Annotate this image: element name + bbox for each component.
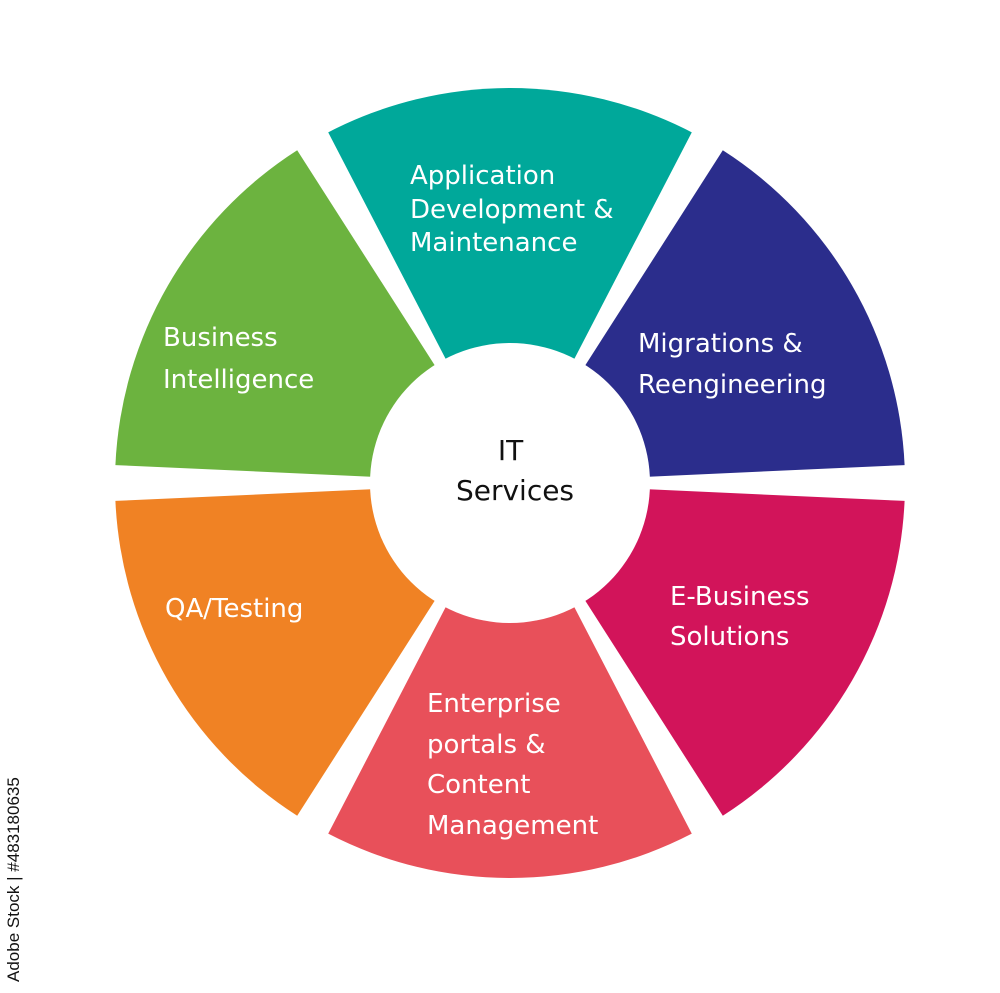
stock-brand: Adobe Stock (4, 885, 23, 982)
segment-label-e-business-solutions: E-Business Solutions (670, 582, 818, 652)
svg-text:QA/Testing: QA/Testing (165, 594, 303, 624)
segment-application-development (328, 87, 692, 483)
segment-label-business-intelligence: Business Intelligence (163, 323, 314, 395)
segment-enterprise-portals (328, 483, 692, 879)
segment-label-migrations-reengineering: Migrations & Reengineering (638, 329, 826, 400)
segment-label-enterprise-portals: Enterprise portals & Content Management (427, 689, 598, 841)
segment-label-qa-testing: QA/Testing (165, 594, 303, 624)
stock-number-separator: | # (4, 862, 23, 881)
svg-text:Application Development: Application Development & Maintenance (410, 161, 622, 258)
svg-text:Enterprise portals &: Enterprise portals & Content Management (427, 689, 598, 841)
segment-label-application-development: Application Development & Maintenance (410, 161, 622, 258)
stock-number: 483180635 (4, 777, 23, 863)
svg-text:Business Intelligence: Business Intelligence (163, 323, 314, 395)
stock-image-id: Adobe Stock | #483180635 (4, 752, 32, 982)
center-label: IT Services (456, 434, 574, 507)
svg-text:E-Business Solutions: E-Business Solutions (670, 582, 818, 652)
svg-text:Migrations & Reengineeri: Migrations & Reengineering (638, 329, 826, 400)
center-hub (370, 343, 650, 623)
